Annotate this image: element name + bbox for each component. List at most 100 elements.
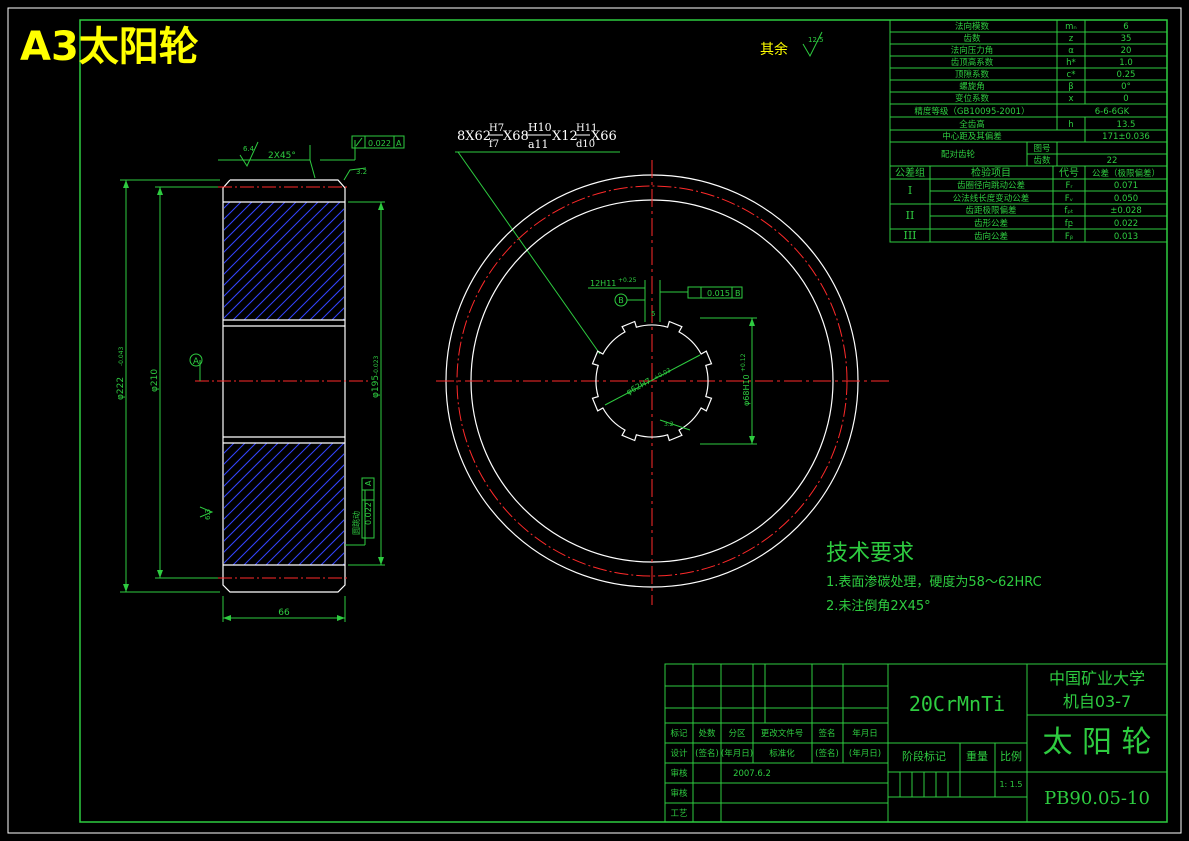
- spline-mid: X68: [503, 129, 529, 144]
- check-tol: 0.050: [1114, 194, 1138, 204]
- spline-mid2: X12: [552, 129, 578, 144]
- mating-gear-sub2: 齿数: [1033, 155, 1051, 166]
- check-tol: 0.013: [1114, 232, 1138, 242]
- tb-stage: 阶段标记: [902, 749, 946, 763]
- param-val: 0°: [1121, 82, 1131, 92]
- check-code: fբ: [1065, 219, 1073, 229]
- datum-b-text: B: [618, 296, 624, 305]
- spline-spec: 8X62 H7 f7 X68 H10 a11 X12 H11 d10 X66: [457, 121, 617, 151]
- spline-leader: [457, 151, 601, 355]
- roughness-top: 6.4: [243, 145, 255, 153]
- spline-fit1-bot: f7: [489, 139, 499, 150]
- param-sym: α: [1068, 46, 1074, 56]
- param-name: 法向模数: [955, 21, 990, 32]
- runout-frame-lower: [361, 477, 375, 539]
- outer-spline-dim: φ68H10: [742, 374, 751, 406]
- param-val: 1.0: [1119, 58, 1133, 68]
- spline-suffix: X66: [591, 129, 617, 144]
- tb-material: 20CrMnTi: [909, 692, 1005, 716]
- check-header-item: 检验项目: [971, 166, 1011, 179]
- dim-pitch: φ210: [150, 369, 160, 392]
- tb-label: 处数: [698, 728, 716, 739]
- tb-scale-label: 比例: [1000, 749, 1022, 763]
- dim-outer: φ222: [116, 377, 126, 400]
- check-item: 齿形公差: [974, 218, 1008, 229]
- param-val: 35: [1121, 34, 1132, 44]
- check-header-code: 代号: [1059, 167, 1079, 179]
- param-val: 0.25: [1117, 70, 1136, 80]
- tb-design: (签名): [815, 748, 839, 759]
- outer-spline-tol: +0.12: [740, 353, 747, 372]
- runout-text-lower: 圆跳动: [351, 511, 361, 535]
- param-name: 螺旋角: [959, 81, 985, 92]
- symmetry-frame: [687, 286, 743, 299]
- dim-bore: φ195: [371, 375, 381, 398]
- small-dim-2: 3.2: [664, 421, 674, 428]
- tb-label: 年月日: [852, 728, 878, 739]
- tb-date: 2007.6.2: [733, 769, 771, 779]
- roughness-note-value: 12.5: [808, 36, 824, 44]
- param-sym: h*: [1066, 58, 1076, 68]
- roughness-symbol-icon: 12.5: [802, 31, 824, 58]
- spline-fit2-bot: a11: [528, 138, 549, 151]
- precision-val: 6-6-6GK: [1095, 107, 1130, 117]
- tb-check: 审核: [670, 788, 688, 799]
- tb-design: (年月日): [849, 748, 881, 759]
- runout-datum-top: A: [396, 139, 402, 148]
- hatch-upper: [224, 202, 344, 320]
- drawing-frame: [79, 19, 1168, 823]
- roughness-right: 3.2: [356, 168, 367, 176]
- outer-border: [7, 7, 1182, 834]
- param-val: 20: [1121, 46, 1132, 56]
- spline-fit1-top: H7: [489, 123, 504, 134]
- tb-label: 更改文件号: [761, 728, 804, 739]
- tb-drawing-no: PB90.05-10: [1044, 788, 1150, 809]
- check-item: 齿圈径向跳动公差: [957, 180, 1025, 191]
- full-depth-sym: h: [1068, 120, 1073, 130]
- check-header-tol: 公差（极限偏差）: [1092, 168, 1160, 179]
- runout-datum-lower: A: [364, 480, 373, 486]
- tb-label: 分区: [728, 729, 746, 739]
- mating-gear-label: 配对齿轮: [941, 149, 976, 160]
- param-name: 法向压力角: [951, 45, 994, 56]
- check-code: Fᵦ: [1065, 232, 1074, 242]
- title-block: [664, 663, 1168, 823]
- runout-frame-top: [351, 135, 405, 149]
- full-depth-val: 13.5: [1117, 120, 1136, 130]
- check-item: 齿距极限偏差: [965, 205, 1016, 216]
- check-tol: 0.022: [1114, 219, 1138, 229]
- side-view: A 0.022 A A 0.022 圆跳动 2X45° 6.4 3.2 6.3 …: [116, 135, 405, 622]
- tb-part-name: 太 阳 轮: [1042, 725, 1151, 760]
- full-depth-label: 全齿高: [959, 119, 985, 130]
- tech-req-item: 2.未注倒角2X45°: [826, 599, 931, 614]
- small-dim: 5: [651, 310, 655, 318]
- check-group: I: [908, 184, 912, 197]
- runout-tol-top: 0.022: [368, 139, 391, 148]
- param-val: 6: [1123, 22, 1128, 32]
- center-distance-label: 中心距及其偏差: [942, 131, 1002, 142]
- param-sym: β: [1068, 82, 1073, 92]
- check-header-group: 公差组: [895, 166, 925, 179]
- tb-scale: 1: 1.5: [999, 780, 1022, 789]
- roughness-note-label: 其余: [760, 41, 788, 58]
- spline-fit3-bot: d10: [576, 139, 595, 150]
- tb-design: (签名): [695, 748, 719, 759]
- param-name: 顶隙系数: [955, 69, 990, 80]
- param-val: 0: [1123, 94, 1128, 104]
- center-distance-val: 171±0.036: [1102, 132, 1150, 142]
- tb-review: 审核: [670, 768, 688, 779]
- mating-gear-val: 22: [1107, 156, 1118, 166]
- tech-req-item: 1.表面渗碳处理，硬度为58～62HRC: [826, 574, 1042, 590]
- check-group: III: [903, 229, 916, 242]
- param-sym: mₙ: [1065, 22, 1077, 32]
- check-tol: 0.071: [1114, 181, 1138, 191]
- datum-b-marker: [614, 293, 628, 307]
- datum-a-marker: [189, 353, 203, 367]
- keyway-dim: 12H11: [590, 279, 616, 288]
- tb-design: 标准化: [769, 748, 795, 759]
- precision-label: 精度等级（GB10095-2001）: [914, 106, 1029, 117]
- hatch-lower: [224, 443, 344, 565]
- sym-datum: B: [735, 289, 741, 298]
- parameter-table-text: 法向模数 mₙ 6 齿数 z 35 法向压力角 α 20 齿顶高系数 h* 1.…: [895, 21, 1160, 242]
